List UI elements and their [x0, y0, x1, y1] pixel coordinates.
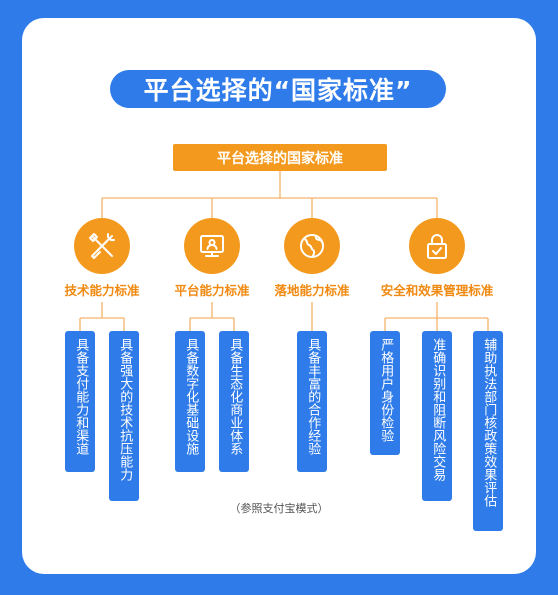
- category-2-node: [184, 218, 240, 274]
- leaf-item: 具备数字化基础设施: [175, 331, 205, 472]
- leaf-item: 具备丰富的合作经验: [297, 331, 327, 472]
- category-3-label: 落地能力标准: [274, 283, 350, 298]
- root-node: 平台选择的国家标准: [173, 144, 387, 171]
- page-title: 平台选择的“国家标准”: [110, 70, 446, 108]
- globe-icon: [300, 234, 324, 258]
- category-4-node: [409, 218, 465, 274]
- category-1-label: 技术能力标准: [64, 283, 140, 298]
- leaf-item: 具备生态化商业体系: [219, 331, 249, 472]
- leaf-item: 具备强大的技术抗压能力: [109, 331, 139, 501]
- footnote: （参照支付宝模式）: [229, 502, 329, 515]
- monitor-icon: [200, 235, 224, 257]
- category-2-label: 平台能力标准: [174, 283, 250, 298]
- category-4-label: 安全和效果管理标准: [380, 283, 494, 298]
- leaf-item: 具备支付能力和渠道: [65, 331, 95, 472]
- leaf-item: 准确识别和阻断风险交易: [422, 331, 452, 501]
- leaf-item: 辅助执法部门核政策效果评估: [473, 331, 503, 531]
- leaf-item: 严格用户身份检验: [370, 331, 400, 455]
- category-3-node: [284, 218, 340, 274]
- lock-icon: [427, 234, 447, 259]
- category-1-node: [74, 218, 130, 274]
- tools-icon: [89, 233, 115, 259]
